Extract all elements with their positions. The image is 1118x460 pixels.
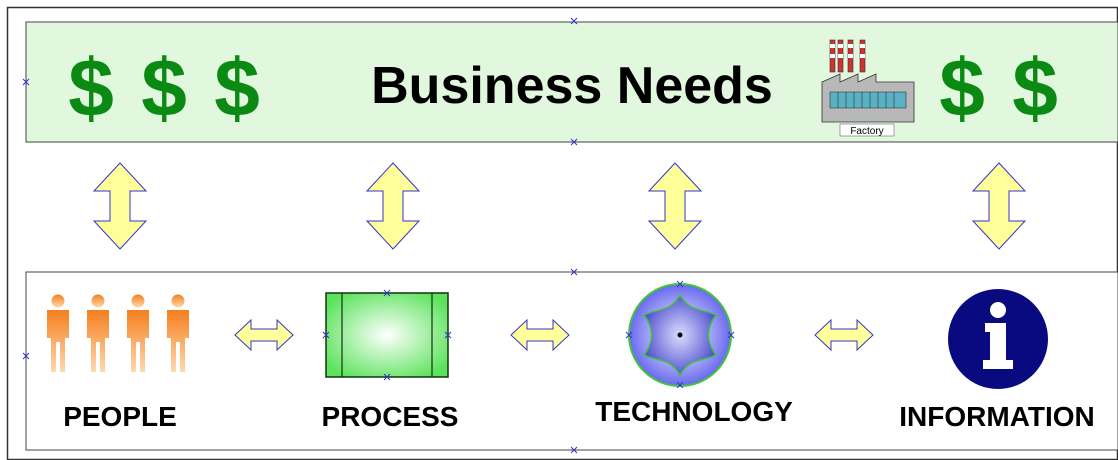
component-label-technology: TECHNOLOGY xyxy=(595,396,793,427)
dollar-group-left: $ $ $ xyxy=(68,43,260,134)
component-label-information: INFORMATION xyxy=(899,401,1094,432)
vertical-arrow-process xyxy=(366,162,420,250)
selection-handles xyxy=(22,17,735,454)
component-label-people: PEOPLE xyxy=(63,401,177,432)
factory-icon: Factory xyxy=(821,39,915,137)
process-icon xyxy=(325,292,449,378)
business-needs-band: $ $ $ Business Needs xyxy=(25,21,1118,143)
dollar-icon: $ xyxy=(1012,43,1058,134)
header-title: Business Needs xyxy=(371,57,773,115)
technology-icon xyxy=(628,283,732,387)
vertical-arrow-people xyxy=(93,162,147,250)
information-icon xyxy=(948,289,1048,389)
components-background xyxy=(25,271,1118,451)
component-label-process: PROCESS xyxy=(322,401,459,432)
dollar-icon: $ xyxy=(141,43,187,134)
vertical-arrow-technology xyxy=(648,162,702,250)
factory-label: Factory xyxy=(850,126,883,137)
dollar-icon: $ xyxy=(214,43,260,134)
vertical-arrow-information xyxy=(972,162,1026,250)
header-background xyxy=(25,21,1118,143)
components-band: PEOPLE PROCESS TECHNOLOGY INFORMATION xyxy=(25,271,1118,451)
dollar-group-right: $ $ xyxy=(939,43,1058,134)
vertical-arrows xyxy=(93,162,1026,250)
dollar-icon: $ xyxy=(68,43,114,134)
dollar-icon: $ xyxy=(939,43,985,134)
